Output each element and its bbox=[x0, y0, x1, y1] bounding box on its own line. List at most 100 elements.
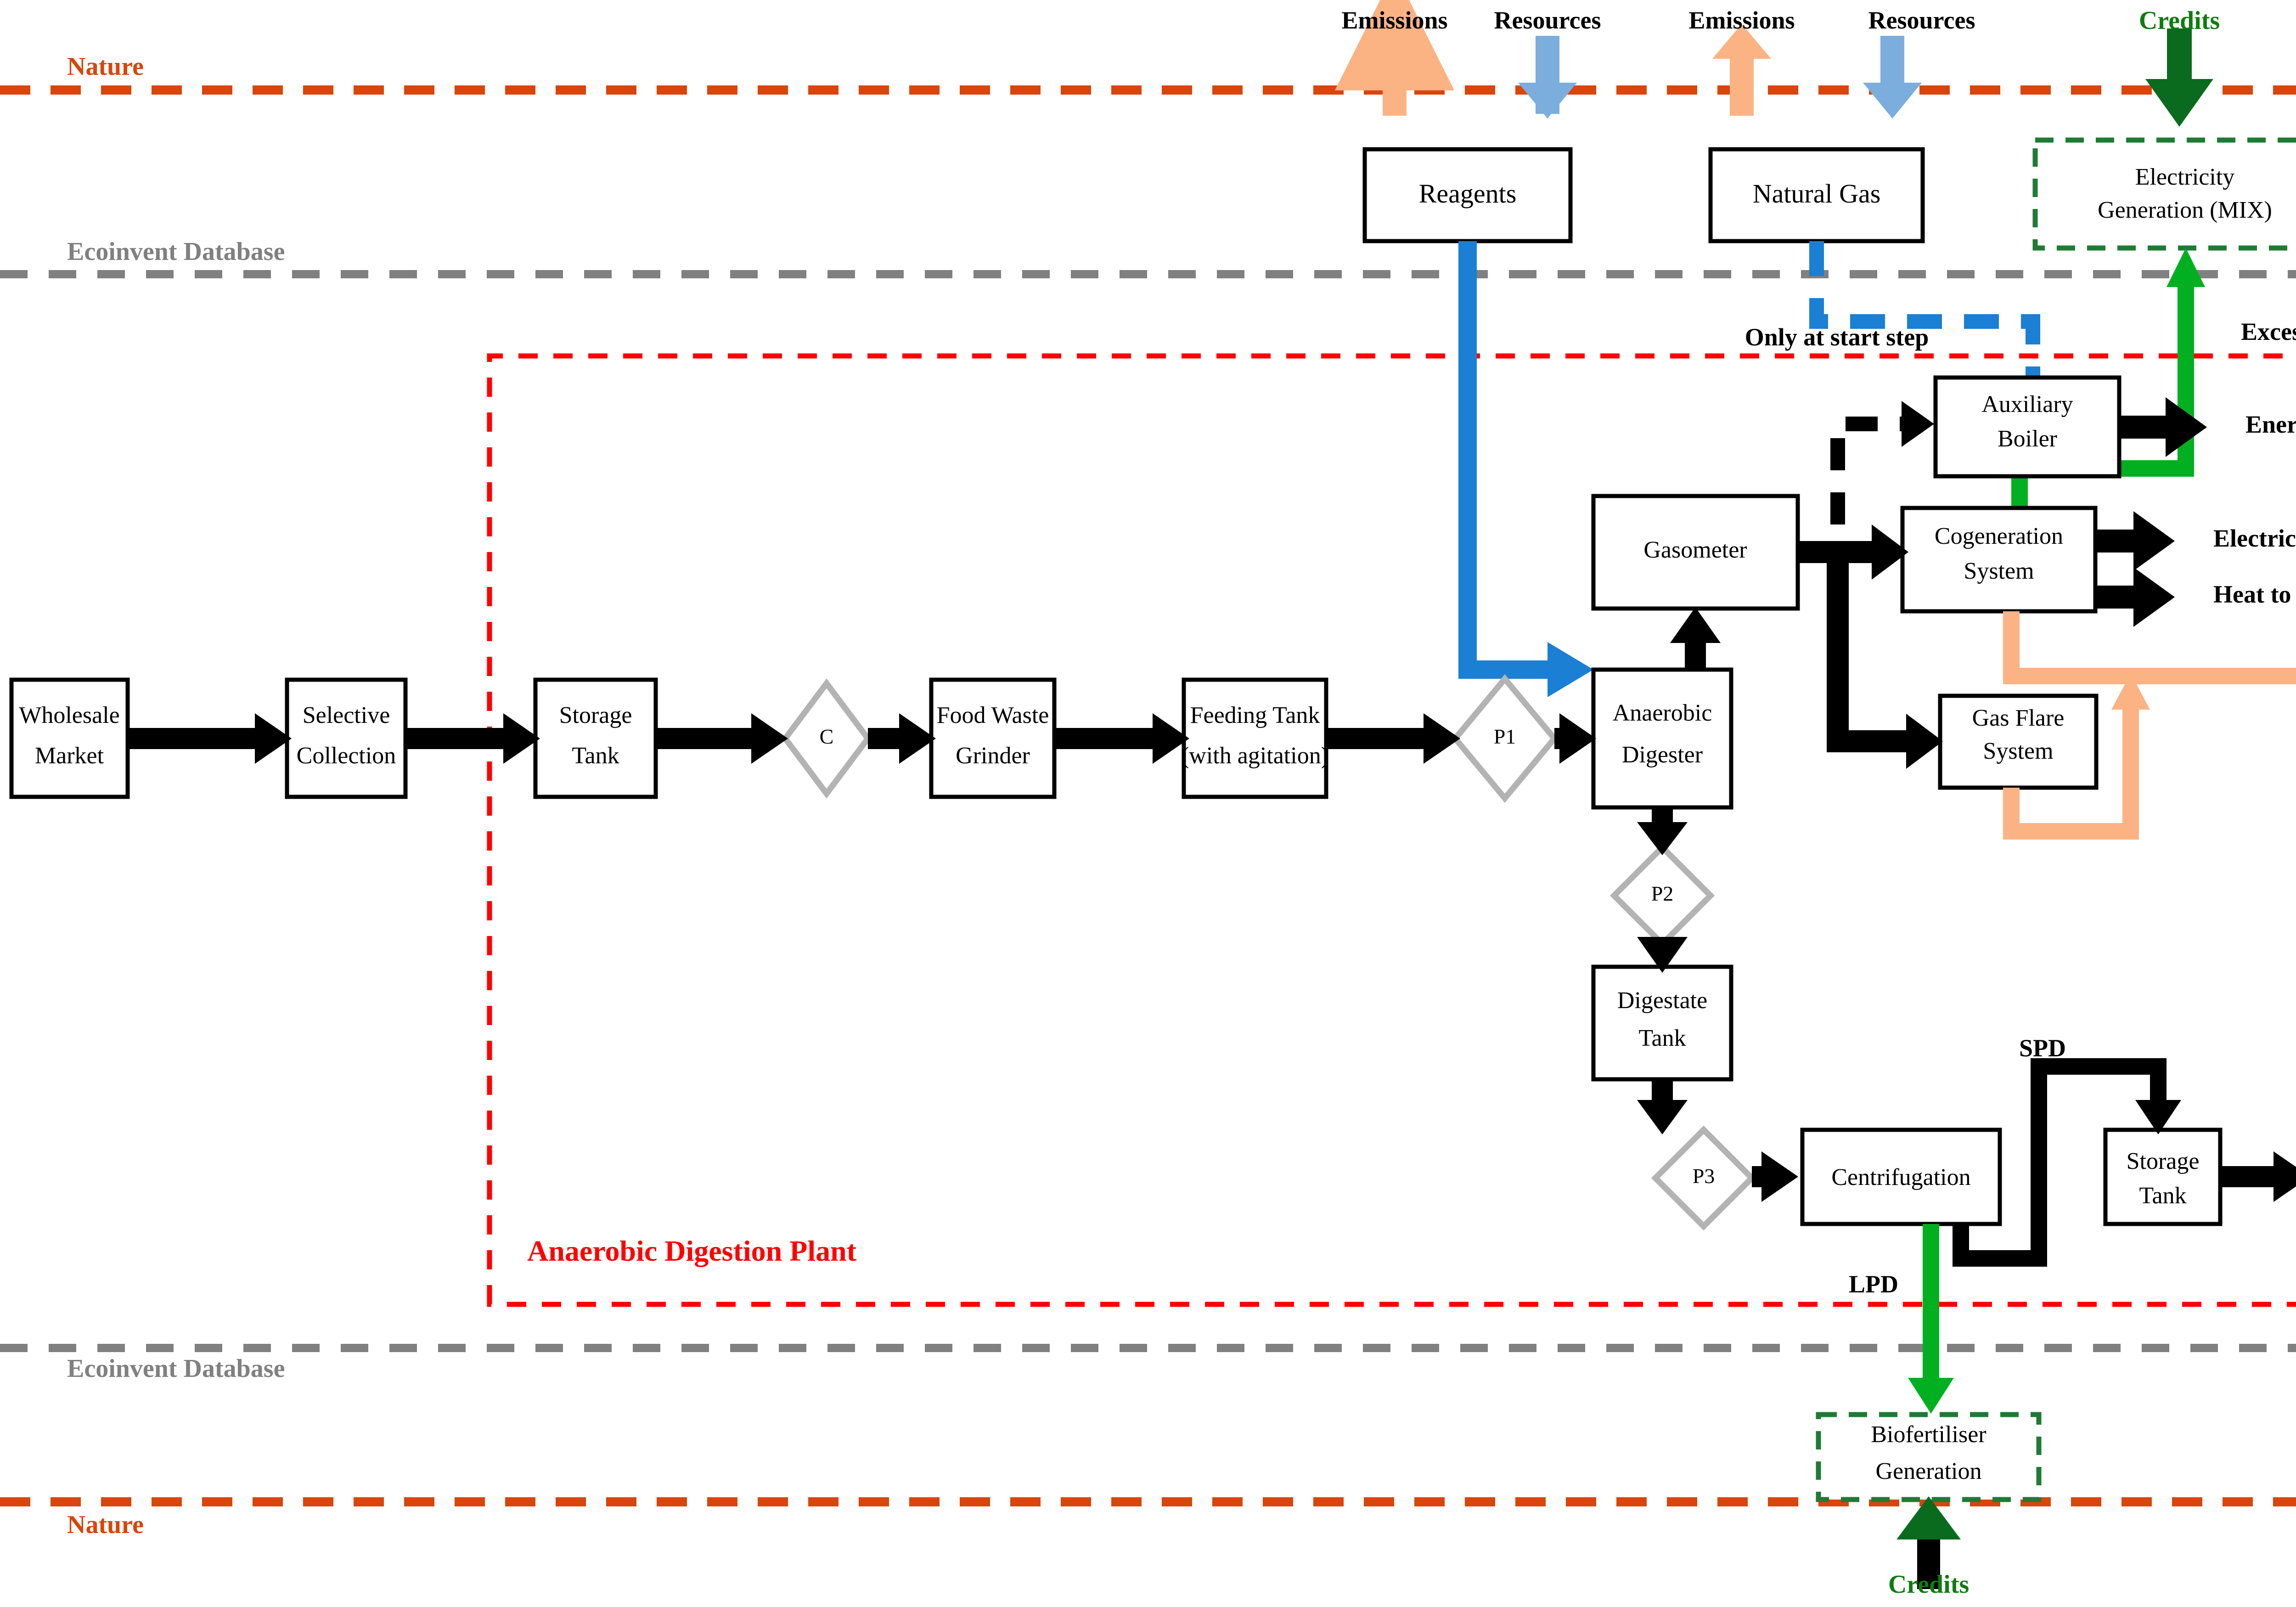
label-resources-1: Resources bbox=[1494, 6, 1601, 34]
process-label-selective-1: Selective bbox=[303, 702, 390, 728]
flow-digester-to-p2 bbox=[1637, 807, 1688, 855]
process-label-wholesale-1: Wholesale bbox=[19, 702, 119, 728]
label-excess-electricity: Excess electricity produced bbox=[2241, 318, 2296, 345]
process-label-gasometer: Gasometer bbox=[1643, 537, 1747, 563]
flow-spd-centrifugation-to-storage bbox=[1953, 1058, 2181, 1267]
flow-reagents-to-digester bbox=[1458, 241, 1593, 697]
flow-collection-to-storage bbox=[405, 713, 540, 764]
process-box-selective-collection[interactable] bbox=[285, 677, 408, 799]
flow-storage2-to-t1 bbox=[2220, 1151, 2296, 1202]
resources-arrow-natural-gas bbox=[1863, 36, 1922, 118]
credits-arrow-electricity bbox=[2145, 28, 2213, 127]
process-box-storage-tank-1[interactable] bbox=[533, 677, 658, 799]
zone-label-ecoinvent-bottom: Ecoinvent Database bbox=[67, 1354, 285, 1383]
process-label-storage2-2: Tank bbox=[2139, 1183, 2186, 1209]
label-only-at-start-step: Only at start step bbox=[1745, 323, 1929, 351]
process-label-selective-2: Collection bbox=[297, 743, 396, 769]
flow-dashed-to-auxiliary-boiler bbox=[1830, 401, 1934, 741]
flow-cogeneration-electricity-out bbox=[2095, 511, 2175, 571]
flow-p3-to-centrifugation bbox=[1752, 1151, 1798, 1202]
transport-label-p3: P3 bbox=[1693, 1164, 1715, 1188]
process-label-grinder-1: Food Waste bbox=[937, 702, 1049, 728]
zone-label-ecoinvent-top: Ecoinvent Database bbox=[67, 237, 285, 266]
flow-storage-to-c bbox=[656, 713, 788, 764]
transport-node-c[interactable]: C bbox=[781, 678, 872, 799]
process-label-wholesale-2: Market bbox=[35, 743, 104, 769]
label-anaerobic-digestion-plant: Anaerobic Digestion Plant bbox=[527, 1235, 857, 1267]
process-label-grinder-2: Grinder bbox=[956, 743, 1030, 769]
process-label-reagents: Reagents bbox=[1419, 179, 1517, 209]
process-box-reagents[interactable] bbox=[1362, 147, 1573, 243]
process-label-boiler-1: Auxiliary bbox=[1981, 391, 2073, 417]
zone-label-nature-bottom: Nature bbox=[67, 1511, 144, 1539]
flow-digester-to-gasometer bbox=[1670, 607, 1721, 670]
process-box-centrifugation[interactable] bbox=[1800, 1128, 2002, 1226]
process-label-digester-2: Digester bbox=[1622, 742, 1703, 768]
label-spd: SPD bbox=[2019, 1034, 2066, 1062]
process-label-centrifugation: Centrifugation bbox=[1831, 1164, 1970, 1190]
process-box-wholesale-market[interactable] bbox=[9, 677, 130, 799]
flow-orange-gas-flare-emissions bbox=[2003, 673, 2150, 840]
flow-grinder-to-feeding bbox=[1054, 713, 1189, 764]
resources-arrow-reagents bbox=[1518, 36, 1577, 118]
zone-label-nature-top: Nature bbox=[67, 52, 144, 81]
transport-node-p3[interactable]: P3 bbox=[1651, 1125, 1756, 1231]
process-box-auxiliary-boiler[interactable] bbox=[1933, 375, 2122, 479]
flow-market-to-collection bbox=[128, 713, 292, 764]
flow-orange-cogeneration-emissions bbox=[2003, 611, 2296, 684]
process-label-flare-2: System bbox=[1983, 738, 2053, 764]
process-box-anaerobic-digester[interactable] bbox=[1591, 667, 1733, 810]
avoided-label-electricity-1: Electricity bbox=[2135, 164, 2235, 190]
process-label-storage1-2: Tank bbox=[572, 743, 619, 769]
label-electricity-to-ad-plant: Electricity to AD plant bbox=[2213, 524, 2296, 552]
process-label-flare-1: Gas Flare bbox=[1972, 705, 2065, 731]
flow-feeding-to-p1 bbox=[1326, 713, 1460, 764]
process-box-gasometer[interactable] bbox=[1591, 494, 1800, 611]
process-label-natural-gas: Natural Gas bbox=[1753, 179, 1881, 209]
credits-arrow-lpd bbox=[1896, 1496, 1961, 1589]
process-box-natural-gas[interactable] bbox=[1708, 147, 1925, 243]
process-box-digestate-tank[interactable] bbox=[1591, 964, 1733, 1082]
process-box-cogeneration-system[interactable] bbox=[1900, 506, 2098, 614]
label-energy-to-ad-plant: Energy to AD plant bbox=[2245, 411, 2296, 438]
avoided-box-electricity-generation-mix[interactable] bbox=[2032, 137, 2296, 251]
flow-p2-to-digestate-tank bbox=[1637, 937, 1688, 973]
transport-label-p1: P1 bbox=[1494, 725, 1516, 748]
transport-label-p2: P2 bbox=[1651, 882, 1674, 905]
label-lpd: LPD bbox=[1849, 1270, 1898, 1298]
process-box-feeding-tank[interactable] bbox=[1182, 677, 1328, 799]
label-heat-to-ad-plant: Heat to AD plant bbox=[2213, 581, 2296, 608]
label-emissions-2: Emissions bbox=[1688, 6, 1795, 34]
avoided-label-biofert-lpd-1: Biofertiliser bbox=[1871, 1421, 1986, 1448]
label-emissions-1: Emissions bbox=[1341, 6, 1447, 34]
flow-boiler-energy-out bbox=[2119, 397, 2207, 457]
avoided-box-biofertiliser-lpd[interactable] bbox=[1816, 1412, 2042, 1502]
label-credits-top: Credits bbox=[2139, 6, 2220, 35]
avoided-label-electricity-2: Generation (MIX) bbox=[2098, 197, 2272, 223]
emissions-arrow-reagents-head bbox=[1365, 24, 1424, 59]
process-label-feeding-2: (with agitation) bbox=[1181, 743, 1329, 769]
emissions-arrow-natural-gas bbox=[1712, 24, 1771, 116]
label-resources-2: Resources bbox=[1868, 6, 1975, 34]
flow-c-to-grinder bbox=[868, 713, 936, 764]
transport-node-p1[interactable]: P1 bbox=[1451, 674, 1559, 803]
process-label-storage1-1: Storage bbox=[559, 702, 632, 728]
flow-cogeneration-heat-out bbox=[2095, 567, 2175, 627]
process-label-cogen-1: Cogeneration bbox=[1935, 523, 2063, 549]
transport-label-c: C bbox=[820, 725, 834, 748]
flow-digestate-to-p3 bbox=[1637, 1079, 1688, 1134]
process-label-boiler-2: Boiler bbox=[1998, 426, 2057, 452]
process-label-cogen-2: System bbox=[1964, 558, 2034, 584]
process-label-digestate-2: Tank bbox=[1638, 1025, 1686, 1051]
avoided-label-biofert-lpd-2: Generation bbox=[1875, 1458, 1981, 1484]
flow-p1-to-digester bbox=[1554, 713, 1596, 764]
process-box-food-waste-grinder[interactable] bbox=[929, 677, 1057, 799]
label-credits-lpd: Credits bbox=[1888, 1570, 1969, 1599]
system-boundary-outline bbox=[487, 353, 2296, 1307]
process-label-digester-1: Anaerobic bbox=[1613, 700, 1712, 726]
process-label-storage2-1: Storage bbox=[2127, 1148, 2200, 1174]
process-label-feeding-1: Feeding Tank bbox=[1190, 702, 1320, 728]
process-box-storage-tank-2[interactable] bbox=[2103, 1128, 2223, 1226]
